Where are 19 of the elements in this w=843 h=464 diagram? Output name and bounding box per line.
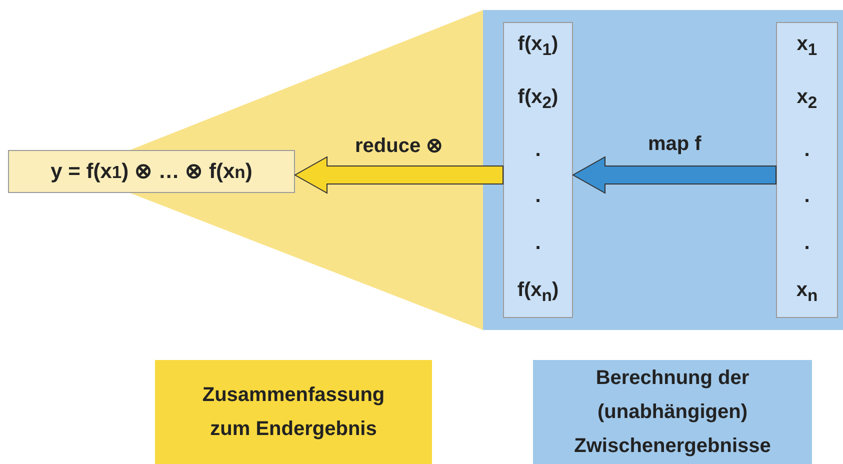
formula-text: x$_{n}$ bbox=[796, 278, 818, 307]
formula-text: . bbox=[535, 231, 541, 256]
map-panel bbox=[483, 10, 843, 330]
result-column bbox=[503, 22, 573, 318]
formula-text: f(x$_{1}$) bbox=[518, 32, 558, 61]
formula-text: . bbox=[535, 184, 541, 210]
formula-text: . bbox=[804, 231, 810, 256]
input-column bbox=[776, 22, 838, 318]
formula-text: . bbox=[535, 138, 541, 163]
formula-text: x$_{1}$ bbox=[796, 32, 818, 61]
arrow bbox=[294, 156, 504, 194]
formula-text: f(x$_{2}$) bbox=[518, 84, 558, 114]
caption-box: Zusammenfassung zum Endergebnis bbox=[155, 360, 432, 464]
formula-text: f(x$_{n}$) bbox=[517, 278, 559, 307]
formula-text: . bbox=[804, 184, 810, 210]
arrow bbox=[572, 156, 776, 194]
formula-text: . bbox=[804, 138, 810, 163]
formula-text: x$_{2}$ bbox=[796, 84, 818, 114]
caption-box: Berechnung der (unabhängigen) Zwischenergebnisse bbox=[533, 360, 812, 464]
